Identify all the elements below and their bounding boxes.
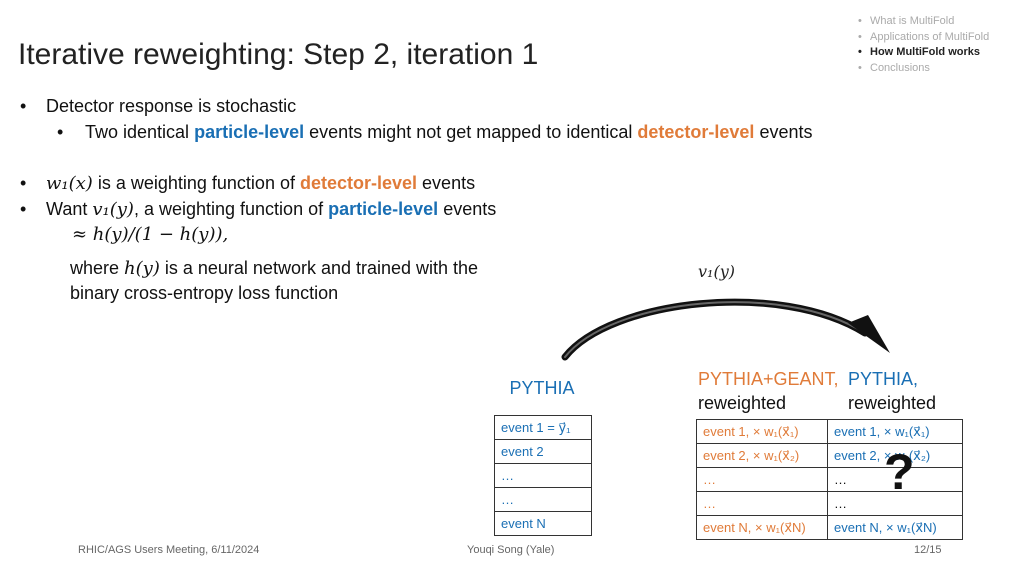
geant-row-3: …: [696, 467, 828, 492]
footer-meeting: RHIC/AGS Users Meeting, 6/11/2024: [78, 544, 260, 556]
footer-author: Youqi Song (Yale): [467, 544, 555, 556]
arrow-label-v1y: v₁(y): [698, 262, 735, 281]
table-row: event 2: [494, 439, 592, 464]
table-row: event N, × w₁(x⃗N) event N, × w₁(x⃗N): [696, 515, 963, 540]
sub-bullet-identical-events: •Two identical particle-level events mig…: [57, 122, 813, 142]
pythia-row-1: event 1 = y⃗₁: [494, 415, 592, 440]
approx-formula: ≈ h(y)/(1 − h(y)),: [72, 224, 229, 245]
bullet-detector-response: •Detector response is stochastic: [20, 96, 297, 116]
pythia-row-2: event 2: [494, 439, 592, 464]
table-row: …: [494, 463, 592, 488]
pythia-reweighted-header: PYTHIA, reweighted: [848, 369, 937, 413]
geant-row-4: …: [696, 491, 828, 516]
where-text-line2: binary cross-entropy loss function: [70, 283, 339, 303]
table-row: event 1, × w₁(x⃗₁) event 1, × w₁(x⃗₁): [696, 419, 963, 444]
table-row: … …: [696, 467, 963, 492]
reweight-arrow: [561, 298, 890, 361]
page-number: 12/15: [914, 544, 942, 556]
reweighted-event-table: event 1, × w₁(x⃗₁) event 1, × w₁(x⃗₁) ev…: [696, 419, 963, 540]
geant-header: PYTHIA+GEANT, reweighted: [698, 369, 839, 413]
pythia-row-3: …: [494, 463, 592, 488]
bullet-w1-weighting: •w₁(x) is a weighting function of detect…: [20, 173, 476, 194]
table-row: event 2, × w₁(x⃗₂) event 2, × w₁(x⃗₂): [696, 443, 963, 468]
pythia-rw-row-2: event 2, × w₁(x⃗₂): [827, 443, 963, 468]
table-row: event 1 = y⃗₁: [494, 415, 592, 440]
where-text-line1: where h(y) is a neural network and train…: [70, 258, 479, 279]
pythia-header: PYTHIA: [509, 378, 575, 398]
outline-item-applications[interactable]: •Applications of MultiFold: [858, 30, 990, 43]
outline-item-how-multifold-works[interactable]: •How MultiFold works: [858, 46, 980, 58]
outline-item-conclusions[interactable]: •Conclusions: [858, 61, 930, 74]
pythia-event-table: event 1 = y⃗₁ event 2 … … event N: [494, 415, 592, 536]
pythia-rw-row-3: …: [827, 467, 963, 492]
pythia-rw-row-5: event N, × w₁(x⃗N): [827, 515, 963, 540]
outline-item-what-is-multifold[interactable]: •What is MultiFold: [858, 15, 955, 27]
table-row: … …: [696, 491, 963, 516]
pythia-row-4: …: [494, 487, 592, 512]
geant-row-2: event 2, × w₁(x⃗₂): [696, 443, 828, 468]
geant-row-1: event 1, × w₁(x⃗₁): [696, 419, 828, 444]
pythia-rw-row-1: event 1, × w₁(x⃗₁): [827, 419, 963, 444]
question-mark: ?: [884, 444, 915, 500]
table-row: event N: [494, 511, 592, 536]
table-row: …: [494, 487, 592, 512]
slide-title: Iterative reweighting: Step 2, iteration…: [18, 38, 539, 71]
bullet-want-v1: •Want v₁(y), a weighting function of par…: [20, 199, 497, 220]
pythia-row-5: event N: [494, 511, 592, 536]
section-outline: •What is MultiFold •Applications of Mult…: [858, 14, 989, 76]
geant-row-5: event N, × w₁(x⃗N): [696, 515, 828, 540]
